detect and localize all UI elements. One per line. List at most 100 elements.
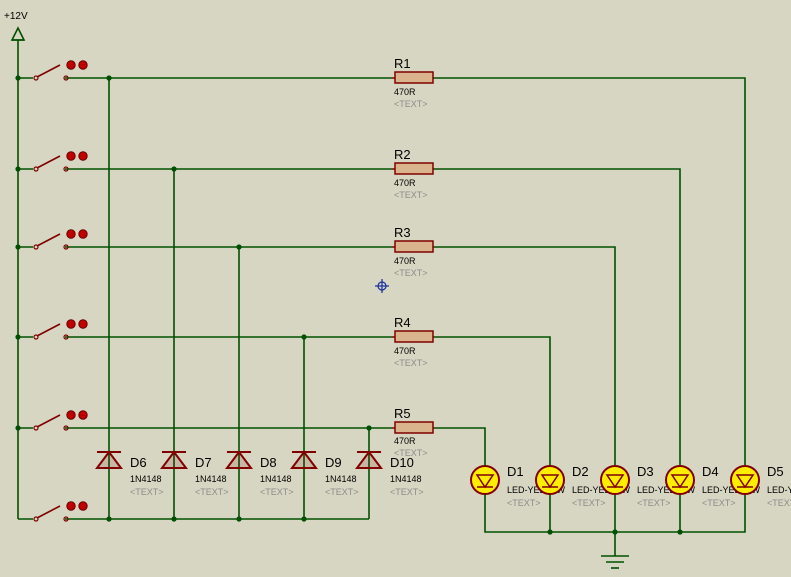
diode-text: <TEXT> xyxy=(325,487,359,497)
switch-pin-icon xyxy=(78,229,88,239)
switch-lever-icon xyxy=(36,155,61,169)
led-icon xyxy=(470,465,500,495)
switch-stub-wire xyxy=(18,77,33,520)
led-d5[interactable]: D5 LED-YELLOW <TEXT> xyxy=(730,464,791,508)
led-part: LED-YELLOW xyxy=(572,485,631,495)
diode-d8[interactable]: D8 1N4148 <TEXT> xyxy=(225,450,294,497)
led-ref: D1 xyxy=(507,464,524,479)
junction-dot xyxy=(301,334,307,340)
resistor-value: 470R xyxy=(394,256,416,266)
junction-dot xyxy=(106,75,112,81)
ground-terminal[interactable] xyxy=(601,555,629,569)
resistor-body-icon xyxy=(394,421,434,434)
led-wire-1 xyxy=(434,77,746,466)
switch-4[interactable] xyxy=(33,319,88,340)
resistor-r3[interactable]: R3 470R <TEXT> xyxy=(392,225,434,278)
diode-d7[interactable]: D7 1N4148 <TEXT> xyxy=(160,450,229,497)
switch-contact-icon xyxy=(63,166,69,172)
switch-contact-icon xyxy=(33,334,39,340)
led-icon xyxy=(665,465,695,495)
resistor-ref: R2 xyxy=(394,147,411,162)
switch-pin-icon xyxy=(78,151,88,161)
switch-pin-icon xyxy=(66,60,76,70)
led-wire-4 xyxy=(434,336,551,466)
junction-dot xyxy=(547,529,553,535)
switch-contact-icon xyxy=(63,334,69,340)
led-part: LED-YELLOW xyxy=(767,485,791,495)
led-wire-5 xyxy=(434,427,486,466)
junction-dot xyxy=(236,516,242,522)
led-d2[interactable]: D2 LED-YELLOW <TEXT> xyxy=(535,464,631,508)
diode-icon xyxy=(355,450,383,469)
led-d3[interactable]: D3 LED-YELLOW <TEXT> xyxy=(600,464,696,508)
junction-dot xyxy=(612,529,618,535)
diode-icon xyxy=(290,450,318,469)
led-icon xyxy=(600,465,630,495)
diode-d6[interactable]: D6 1N4148 <TEXT> xyxy=(95,450,164,497)
diode-part: 1N4148 xyxy=(195,474,227,484)
switches xyxy=(33,60,88,522)
diode-ref: D10 xyxy=(390,455,414,470)
crosshair-cursor-icon xyxy=(375,279,389,293)
switch-6[interactable] xyxy=(33,501,88,522)
diodes: D6 1N4148 <TEXT> D7 1N4148 <TEXT> D8 1N4… xyxy=(95,450,424,497)
power-arrow-icon xyxy=(10,26,26,41)
led-part: LED-YELLOW xyxy=(637,485,696,495)
switch-contact-icon xyxy=(63,244,69,250)
led-ref: D3 xyxy=(637,464,654,479)
switch-contact-icon xyxy=(33,244,39,250)
junction-dot xyxy=(171,516,177,522)
diode-ref: D9 xyxy=(325,455,342,470)
junction-dot xyxy=(677,529,683,535)
switch-pin-icon xyxy=(78,501,88,511)
junction-dot xyxy=(15,244,21,250)
junction-dot xyxy=(106,516,112,522)
switch-1[interactable] xyxy=(33,60,88,81)
switch-lever-icon xyxy=(36,323,61,337)
junction-dot xyxy=(15,334,21,340)
led-part: LED-YELLOW xyxy=(702,485,761,495)
resistor-text: <TEXT> xyxy=(394,448,428,458)
resistor-body-icon xyxy=(394,240,434,253)
diode-icon xyxy=(160,450,188,469)
resistor-r4[interactable]: R4 470R <TEXT> xyxy=(392,315,434,368)
led-text: <TEXT> xyxy=(507,498,541,508)
switch-pin-icon xyxy=(66,319,76,329)
diode-d10[interactable]: D10 1N4148 <TEXT> xyxy=(355,450,424,497)
resistor-r1[interactable]: R1 470R <TEXT> xyxy=(392,56,434,109)
diode-text: <TEXT> xyxy=(195,487,229,497)
power-terminal[interactable]: +12V xyxy=(4,11,28,41)
led-text: <TEXT> xyxy=(702,498,736,508)
switch-pin-icon xyxy=(66,501,76,511)
switch-contact-icon xyxy=(33,516,39,522)
switch-lever-icon xyxy=(36,414,61,428)
junction-dot xyxy=(236,244,242,250)
switch-lever-icon xyxy=(36,64,61,78)
switch-3[interactable] xyxy=(33,229,88,250)
led-ref: D2 xyxy=(572,464,589,479)
diode-part: 1N4148 xyxy=(260,474,292,484)
diode-ref: D7 xyxy=(195,455,212,470)
diode-text: <TEXT> xyxy=(390,487,424,497)
led-part: LED-YELLOW xyxy=(507,485,566,495)
diode-d9[interactable]: D9 1N4148 <TEXT> xyxy=(290,450,359,497)
diode-ref: D8 xyxy=(260,455,277,470)
switch-2[interactable] xyxy=(33,151,88,172)
led-ref: D4 xyxy=(702,464,719,479)
led-d4[interactable]: D4 LED-YELLOW <TEXT> xyxy=(665,464,761,508)
led-text: <TEXT> xyxy=(767,498,791,508)
ground-icon xyxy=(601,555,629,569)
resistor-r2[interactable]: R2 470R <TEXT> xyxy=(392,147,434,200)
resistor-text: <TEXT> xyxy=(394,358,428,368)
switch-pin-icon xyxy=(66,229,76,239)
led-wire-3 xyxy=(434,246,616,466)
switch-lever-icon xyxy=(36,505,61,519)
resistors: R1 470R <TEXT> R2 470R <TEXT> R3 470R <T… xyxy=(392,56,434,458)
led-icon xyxy=(535,465,565,495)
led-d1[interactable]: D1 LED-YELLOW <TEXT> xyxy=(470,464,566,508)
switch-5[interactable] xyxy=(33,410,88,431)
resistor-value: 470R xyxy=(394,178,416,188)
resistor-r5[interactable]: R5 470R <TEXT> xyxy=(392,406,434,458)
switch-contact-icon xyxy=(63,75,69,81)
